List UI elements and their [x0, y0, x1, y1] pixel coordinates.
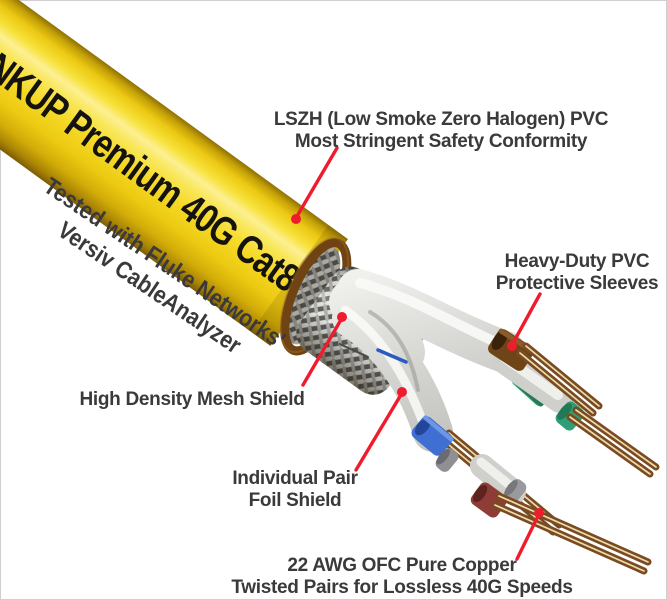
callout-label-copper-line2: Twisted Pairs for Lossless 40G Speeds	[231, 577, 573, 598]
foil-highlight-lower	[340, 305, 429, 430]
callout-label-foil: Individual Pair Foil Shield	[232, 468, 358, 512]
callout-label-copper: 22 AWG OFC Pure Copper Twisted Pairs for…	[231, 555, 573, 599]
callout-dot-sleeves	[507, 341, 517, 351]
callout-label-mesh-line1: High Density Mesh Shield	[79, 389, 305, 410]
callout-line-foil	[354, 391, 404, 472]
callout-dots	[291, 214, 544, 518]
callout-label-foil-line1: Individual Pair	[232, 468, 358, 489]
callout-label-copper-line1: 22 AWG OFC Pure Copper	[287, 555, 517, 576]
callout-line-copper	[515, 512, 541, 561]
callout-label-lszh-line1: LSZH (Low Smoke Zero Halogen) PVC	[273, 109, 609, 130]
foil-bundle-upper	[337, 269, 526, 373]
callout-line-lszh	[294, 146, 339, 220]
callout-label-lszh-line2: Most Stringent Safety Conformity	[294, 131, 588, 152]
callout-line-mesh	[301, 316, 344, 387]
mesh-cross-section	[287, 247, 341, 345]
callout-line-sleeves	[510, 292, 542, 347]
callout-dot-lszh	[291, 214, 301, 224]
copper-pair-2	[566, 406, 660, 478]
callout-label-sleeves: Heavy-Duty PVC Protective Sleeves	[496, 251, 659, 295]
foil-shadow-crease	[368, 310, 420, 392]
callout-label-mesh: High Density Mesh Shield	[79, 389, 304, 411]
foil-tube-lower-highlight	[476, 457, 517, 492]
mesh-cross-section-shade	[287, 247, 341, 345]
callout-label-lszh: LSZH (Low Smoke Zero Halogen) PVC Most S…	[273, 109, 609, 153]
callout-label-sleeves-line2: Protective Sleeves	[495, 273, 659, 294]
cable-jacket	[0, 0, 348, 346]
foil-highlight-upper	[355, 278, 505, 349]
drain-wire-dark	[339, 343, 369, 358]
copper-pair-1	[516, 342, 603, 417]
callout-label-sleeves-line1: Heavy-Duty PVC	[504, 251, 650, 272]
gray-ring-a	[435, 448, 459, 472]
callout-dot-mesh	[337, 312, 347, 322]
callout-dot-copper	[534, 508, 544, 518]
pvc-sleeve-blue	[411, 415, 454, 456]
drain-wire-blue	[376, 348, 408, 364]
callout-lines	[294, 146, 542, 561]
callout-dot-foil	[397, 387, 407, 397]
copper-pair-4	[491, 492, 652, 575]
callout-label-foil-line2: Foil Shield	[248, 490, 342, 511]
